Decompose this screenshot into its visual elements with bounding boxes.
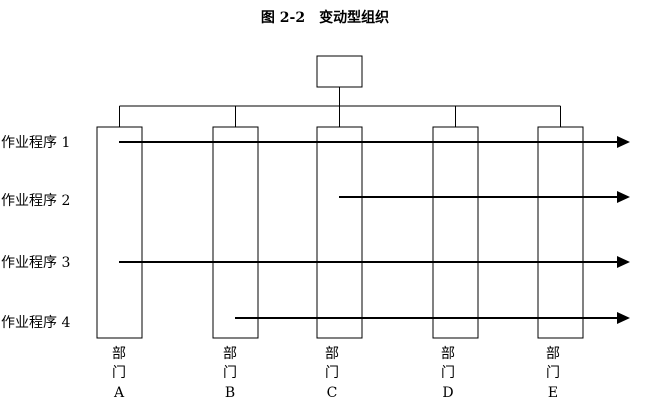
- top-box: [316, 55, 363, 88]
- process-arrowhead-4: [617, 312, 630, 324]
- process-label-2: 作业程序 2: [1, 193, 70, 209]
- department-label-a-letter: A: [113, 385, 125, 401]
- department-label-c-char2: 门: [325, 365, 339, 381]
- department-box-e: [537, 126, 584, 339]
- department-label-b-char2: 门: [223, 365, 237, 381]
- department-label-d-char2: 门: [441, 365, 455, 381]
- process-label-1: 作业程序 1: [1, 135, 70, 151]
- department-label-b-letter: B: [225, 385, 235, 401]
- department-label-c-char1: 部: [325, 346, 339, 362]
- department-box-a: [96, 126, 143, 339]
- department-label-e-char1: 部: [546, 346, 560, 362]
- diagram-title: 图 2-2 变动型组织: [261, 9, 389, 26]
- process-label-4: 作业程序 4: [1, 315, 70, 331]
- department-label-d-letter: D: [442, 385, 453, 401]
- department-label-a-char1: 部: [112, 346, 126, 362]
- department-box-d: [432, 126, 479, 339]
- process-label-3: 作业程序 3: [1, 255, 70, 271]
- process-arrowhead-2: [617, 191, 630, 203]
- department-label-b-char1: 部: [223, 346, 237, 362]
- department-box-c: [316, 126, 363, 339]
- department-label-d-char1: 部: [441, 346, 455, 362]
- department-label-e-char2: 门: [546, 365, 560, 381]
- department-label-e-letter: E: [548, 385, 558, 401]
- process-arrowhead-1: [617, 136, 630, 148]
- department-box-b: [212, 126, 259, 339]
- process-arrowhead-3: [617, 256, 630, 268]
- department-label-c-letter: C: [327, 385, 338, 401]
- department-label-a-char2: 门: [112, 365, 126, 381]
